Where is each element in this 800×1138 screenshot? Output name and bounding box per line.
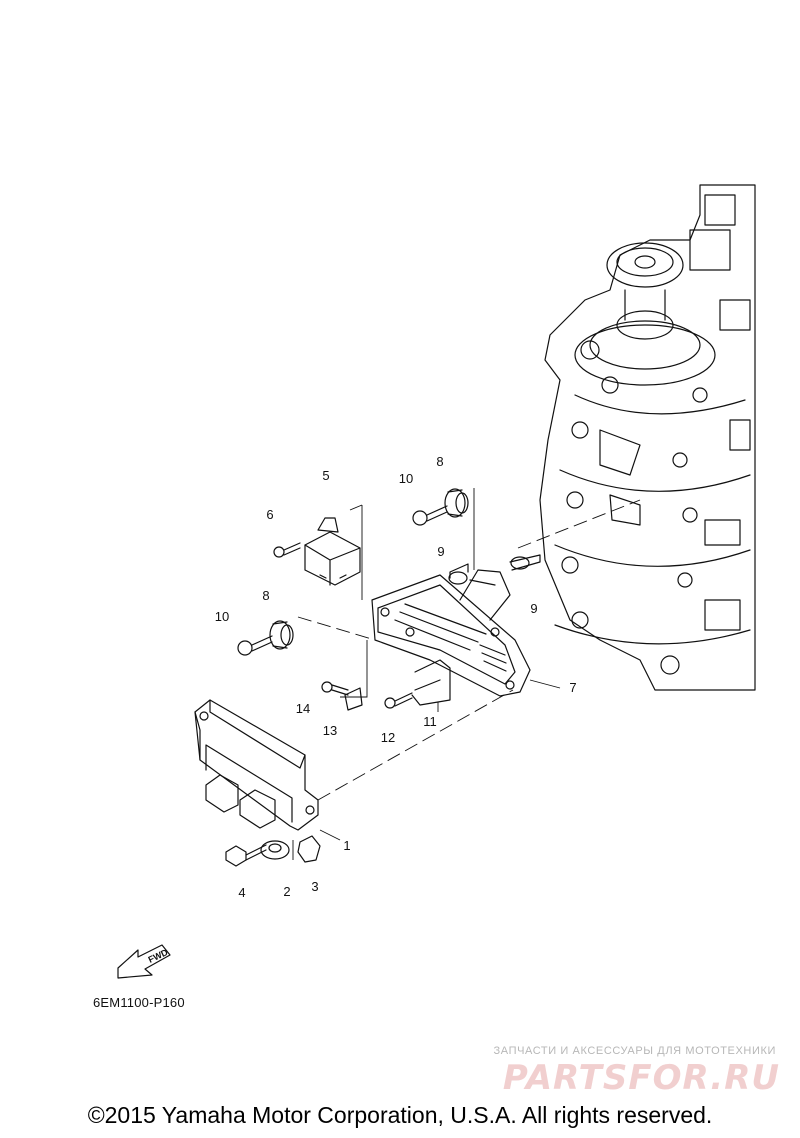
- bolt-illustration: [225, 844, 267, 867]
- relay-illustration: [304, 517, 361, 586]
- grommet-illustration: [260, 840, 290, 860]
- damper-collar-illustration-lower: [269, 620, 294, 650]
- watermark-tagline: ЗАПЧАСТИ И АКСЕССУАРЫ ДЛЯ МОТОТЕХНИКИ: [493, 1045, 776, 1057]
- bolt-illustration-lower: [237, 635, 273, 656]
- fwd-arrow-icon: FWD: [117, 944, 171, 979]
- callout-10b: 10: [215, 609, 229, 624]
- callout-5: 5: [322, 468, 329, 483]
- callout-9b: 9: [530, 601, 537, 616]
- engine-block-illustration: [539, 184, 756, 691]
- callout-12: 12: [381, 730, 395, 745]
- damper-collar-illustration-upper: [444, 488, 469, 518]
- rectifier-regulator-illustration: [371, 569, 531, 697]
- copyright-notice: ©2015 Yamaha Motor Corporation, U.S.A. A…: [87, 1102, 713, 1128]
- clamp-illustration: [344, 687, 363, 711]
- callout-1: 1: [343, 838, 350, 853]
- screw-illustration: [273, 542, 301, 558]
- callout-labels: 1 2 3 4 5 6 7 8 8 9 9 10 10 11 12 13 14: [215, 454, 577, 900]
- callout-7: 7: [569, 680, 576, 695]
- callout-10a: 10: [399, 471, 413, 486]
- callout-13: 13: [323, 723, 337, 738]
- clip-illustration: [297, 835, 321, 863]
- spacer-illustration-right: [509, 554, 541, 571]
- callout-8a: 8: [436, 454, 443, 469]
- callout-2: 2: [283, 884, 290, 899]
- spacer-illustration-left: [448, 563, 469, 585]
- bolt-illustration-upper: [412, 505, 448, 526]
- holder-plate-illustration: [411, 659, 451, 706]
- callout-14: 14: [296, 701, 310, 716]
- callout-4: 4: [238, 885, 245, 900]
- bolt-illustration-14: [321, 681, 349, 696]
- callout-6: 6: [266, 507, 273, 522]
- callout-8b: 8: [262, 588, 269, 603]
- screw-illustration-12: [384, 692, 413, 709]
- diagram-reference-code: 6EM1100-P160: [93, 995, 185, 1010]
- callout-9a: 9: [437, 544, 444, 559]
- leader-lines: [292, 488, 641, 860]
- watermark-logo: PARTSFOR.RU: [502, 1058, 780, 1098]
- ecu-unit-illustration: [194, 699, 319, 831]
- callout-3: 3: [311, 879, 318, 894]
- callout-11: 11: [423, 714, 437, 729]
